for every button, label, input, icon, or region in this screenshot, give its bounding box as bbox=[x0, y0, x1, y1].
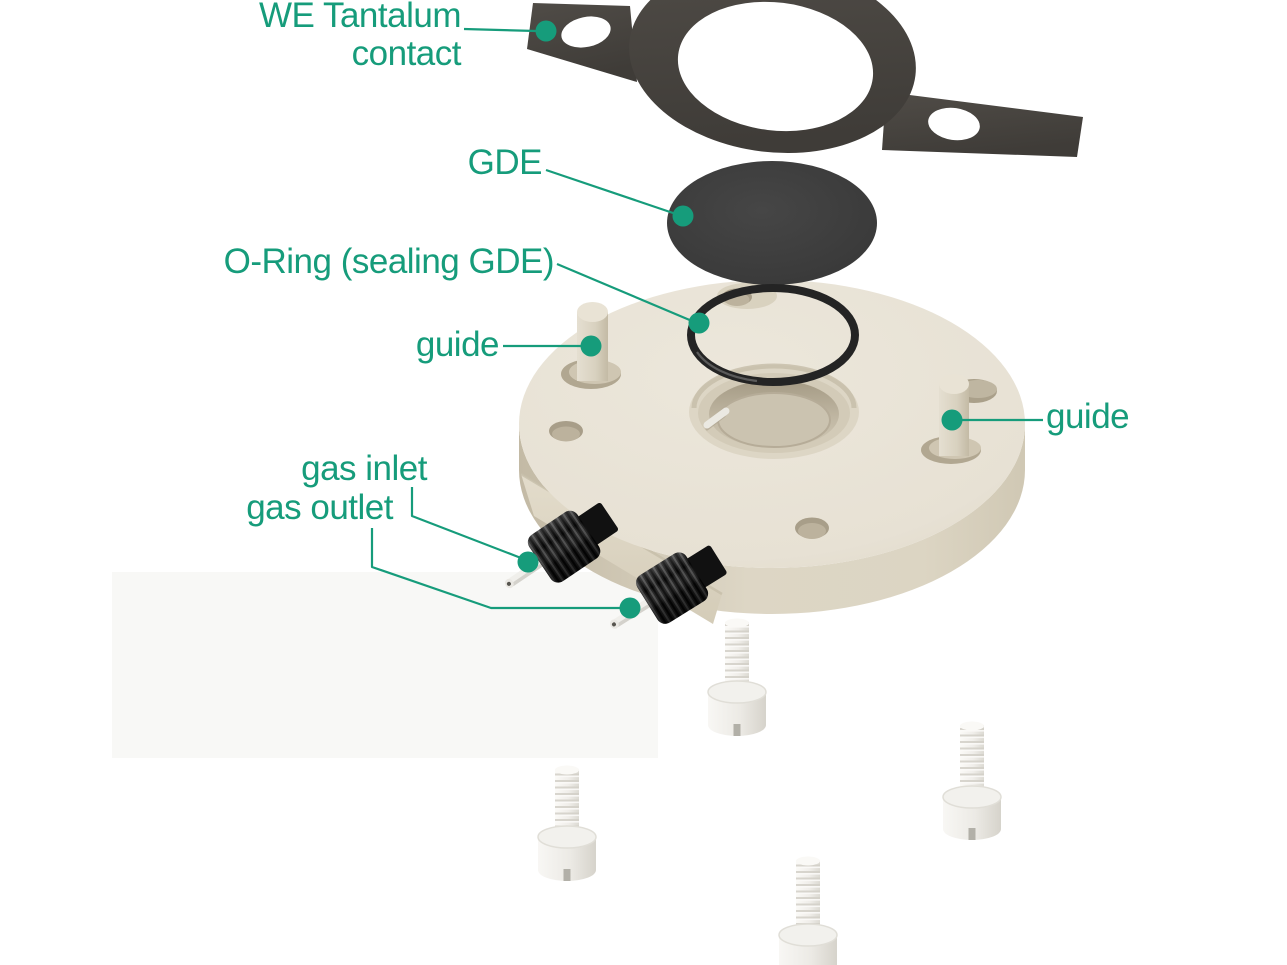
leader-o-ring bbox=[556, 262, 693, 323]
label-we-tantalum-line1: WE Tantalum bbox=[259, 0, 462, 35]
label-guide-left: guide bbox=[415, 325, 500, 364]
tantalum-tab-right-hole bbox=[928, 107, 980, 141]
leader-gas-outlet bbox=[370, 528, 621, 610]
dot-gde bbox=[672, 205, 694, 227]
dot-gas-inlet bbox=[517, 551, 539, 573]
dot-guide-right bbox=[941, 409, 963, 431]
dot-gas-outlet bbox=[619, 597, 641, 619]
gas-outlet-knurl-shade bbox=[636, 552, 709, 624]
faint-background-panel bbox=[112, 572, 658, 758]
tantalum-ring bbox=[629, 0, 916, 153]
center-recess-rim-shadow bbox=[691, 363, 857, 409]
gas-outlet-fitting bbox=[610, 545, 727, 629]
dot-we-tantalum bbox=[535, 20, 557, 42]
label-gde: GDE bbox=[467, 143, 543, 182]
screw-hole-left-floor bbox=[552, 426, 580, 442]
dot-o-ring bbox=[688, 312, 710, 334]
gas-outlet-needle-bore bbox=[611, 622, 616, 627]
gas-inlet-needle-bore bbox=[506, 581, 511, 586]
tantalum-tab-left-hole bbox=[561, 16, 611, 48]
tantalum-tab-right bbox=[882, 92, 1083, 157]
leader-gas-inlet bbox=[410, 487, 522, 560]
cell-body bbox=[519, 280, 1025, 624]
annotation-dots bbox=[517, 20, 963, 619]
gde-disc bbox=[667, 161, 877, 285]
screw-1 bbox=[707, 618, 767, 736]
screw-2 bbox=[537, 765, 597, 881]
label-we-tantalum-contact: WE Tantalum contact bbox=[259, 0, 462, 73]
label-guide-right: guide bbox=[1046, 397, 1130, 436]
screw-hole-front-floor bbox=[798, 523, 826, 539]
tantalum-contact-plate bbox=[527, 0, 1083, 157]
screw-4 bbox=[778, 856, 838, 965]
gas-inlet-fitting bbox=[504, 502, 618, 589]
label-we-tantalum-line2: contact bbox=[351, 34, 462, 73]
guide-pin-right bbox=[939, 374, 969, 456]
label-gas-outlet: gas outlet bbox=[246, 488, 393, 527]
gas-inlet-knurl-shade bbox=[527, 510, 601, 583]
screw-3 bbox=[942, 721, 1002, 840]
center-bore-floor bbox=[717, 392, 831, 448]
bore-needle bbox=[703, 407, 730, 429]
label-gas-inlet: gas inlet bbox=[301, 449, 427, 488]
label-o-ring: O-Ring (sealing GDE) bbox=[223, 242, 555, 281]
dot-guide-left bbox=[580, 335, 602, 357]
o-ring bbox=[687, 284, 859, 386]
annotation-leaders bbox=[370, 27, 1043, 610]
leader-gde bbox=[545, 168, 677, 216]
leader-we-tantalum bbox=[463, 27, 537, 33]
